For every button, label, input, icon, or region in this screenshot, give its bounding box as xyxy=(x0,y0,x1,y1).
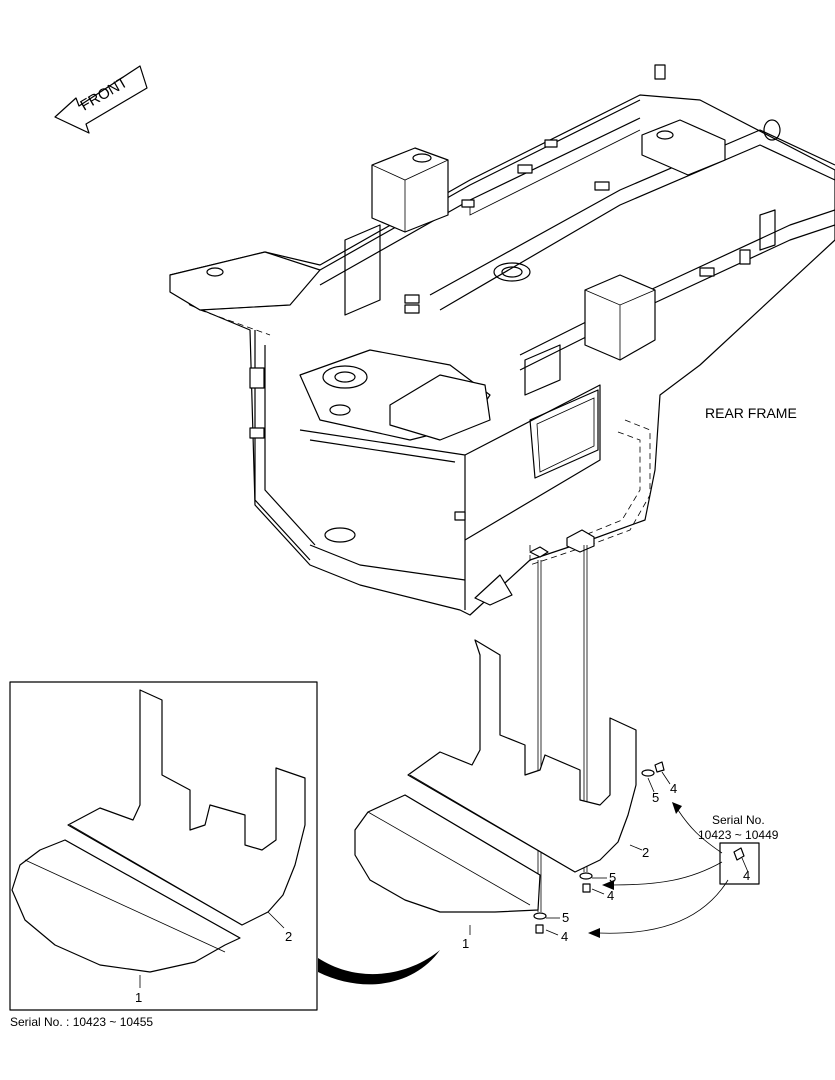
cover-plate-2 xyxy=(407,639,637,873)
washer-b xyxy=(579,872,593,880)
front-arrow: FRONT xyxy=(54,65,148,134)
part-number-bolt-b: 4 xyxy=(607,888,614,903)
part-number-bolt-c: 4 xyxy=(561,929,568,944)
serial-callout-line1: Serial No. xyxy=(712,813,765,827)
rear-frame-label: REAR FRAME xyxy=(705,405,797,421)
serial-inset-box xyxy=(9,681,318,1011)
part-number-cover-inset-1: 1 xyxy=(135,990,142,1005)
bolt-b-icon xyxy=(582,883,591,893)
serial-inset-label: Serial No. : 10423 ~ 10455 xyxy=(10,1015,153,1029)
bolt-a-icon xyxy=(654,761,665,773)
part-number-cover-main-1: 1 xyxy=(462,936,469,951)
part-number-bolt-a: 4 xyxy=(670,781,677,796)
part-number-washer-b: 5 xyxy=(609,870,616,885)
part-number-washer-a: 5 xyxy=(652,790,659,805)
washer-a xyxy=(641,769,655,777)
bolt-c-icon xyxy=(535,924,544,934)
cover-plate-1 xyxy=(354,794,541,913)
hardware xyxy=(533,761,665,934)
part-number-washer-c: 5 xyxy=(562,910,569,925)
serial-callout-line2: 10423 ~ 10449 xyxy=(698,828,779,842)
serial-callout xyxy=(588,802,760,938)
part-number-cover-main-2: 2 xyxy=(642,845,649,860)
part-number-cover-inset-2: 2 xyxy=(285,929,292,944)
washer-c xyxy=(533,912,547,920)
part-number-bolt-callout: 4 xyxy=(743,868,750,883)
inset-pointer xyxy=(318,950,440,985)
rear-frame-drawing xyxy=(169,64,835,616)
leader-lines xyxy=(469,771,671,936)
